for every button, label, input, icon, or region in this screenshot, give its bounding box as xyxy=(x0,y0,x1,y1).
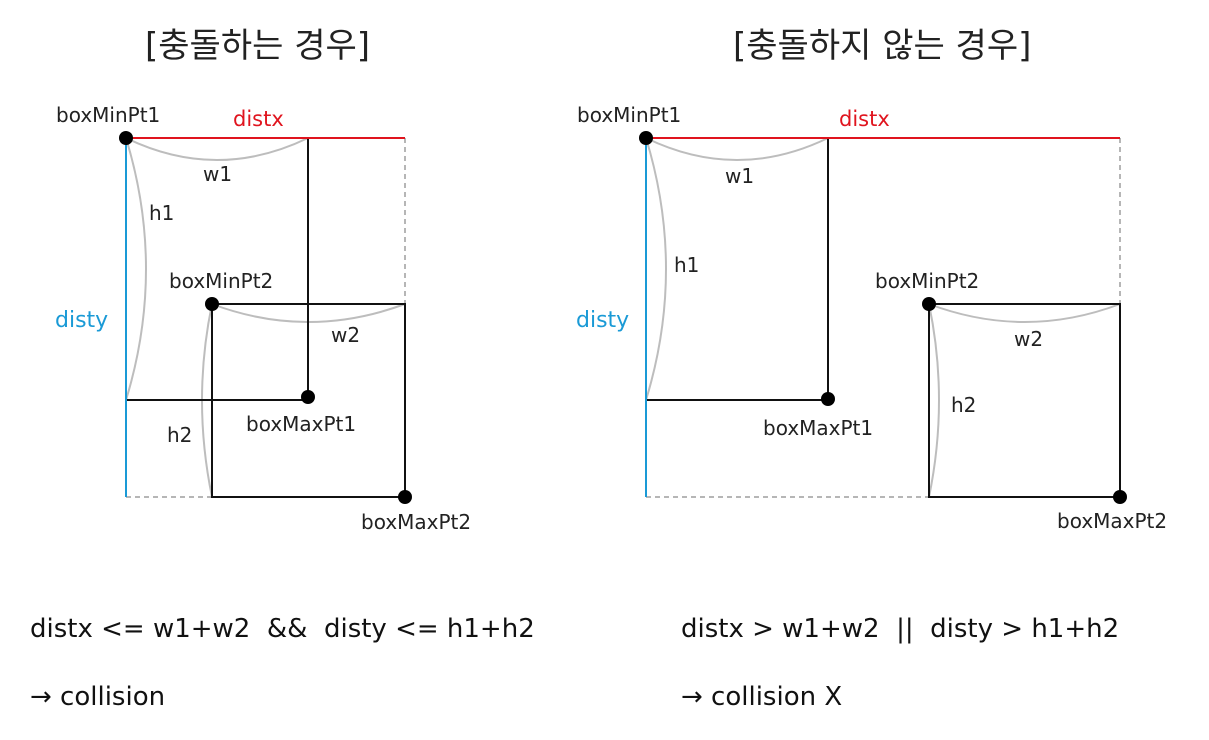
left-label-w1: w1 xyxy=(203,162,232,186)
left-condition: distx <= w1+w2 && disty <= h1+h2 xyxy=(30,614,535,644)
left-diagram: boxMinPt1 distx w1 h1 disty boxMinPt2 w2… xyxy=(55,103,471,534)
right-box2 xyxy=(928,303,1121,498)
left-label-h2: h2 xyxy=(167,423,192,447)
right-label-h1: h1 xyxy=(674,253,699,277)
right-boxMaxPt1-point xyxy=(821,392,835,406)
left-title: [충돌하는 경우] xyxy=(145,26,371,66)
right-label-boxMaxPt1: boxMaxPt1 xyxy=(763,416,873,440)
right-h2-curve xyxy=(928,303,940,498)
right-w2-curve xyxy=(928,303,1121,323)
right-label-w1: w1 xyxy=(725,164,754,188)
left-w1-curve xyxy=(125,137,309,161)
left-boxMaxPt2-point xyxy=(398,490,412,504)
left-label-boxMinPt1: boxMinPt1 xyxy=(56,103,160,127)
right-label-boxMaxPt2: boxMaxPt2 xyxy=(1057,509,1167,533)
right-label-boxMinPt1: boxMinPt1 xyxy=(577,103,681,127)
left-label-w2: w2 xyxy=(331,323,360,347)
left-label-h1: h1 xyxy=(149,201,174,225)
left-result: → collision xyxy=(30,682,166,712)
left-box2 xyxy=(211,303,406,498)
right-label-w2: w2 xyxy=(1014,327,1043,351)
left-label-boxMaxPt2: boxMaxPt2 xyxy=(361,510,471,534)
right-w1-curve xyxy=(645,137,829,161)
right-h1-curve xyxy=(645,137,667,401)
left-label-distx: distx xyxy=(233,107,284,131)
left-boxMinPt1-point xyxy=(119,131,133,145)
left-boxMaxPt1-point xyxy=(301,390,315,404)
right-result: → collision X xyxy=(681,682,843,712)
left-label-boxMaxPt1: boxMaxPt1 xyxy=(246,412,356,436)
left-h1-curve xyxy=(125,137,147,401)
left-label-disty: disty xyxy=(55,308,108,333)
right-label-h2: h2 xyxy=(951,393,976,417)
right-boxMinPt2-point xyxy=(922,297,936,311)
right-label-distx: distx xyxy=(839,107,890,131)
right-label-disty: disty xyxy=(576,308,629,333)
left-label-boxMinPt2: boxMinPt2 xyxy=(169,269,273,293)
right-label-boxMinPt2: boxMinPt2 xyxy=(875,269,979,293)
right-diagram: boxMinPt1 distx w1 h1 disty boxMinPt2 w2… xyxy=(576,103,1167,533)
right-condition: distx > w1+w2 || disty > h1+h2 xyxy=(681,614,1120,644)
right-boxMaxPt2-point xyxy=(1113,490,1127,504)
left-boxMinPt2-point xyxy=(205,297,219,311)
right-boxMinPt1-point xyxy=(639,131,653,145)
right-title: [충돌하지 않는 경우] xyxy=(733,26,1032,66)
